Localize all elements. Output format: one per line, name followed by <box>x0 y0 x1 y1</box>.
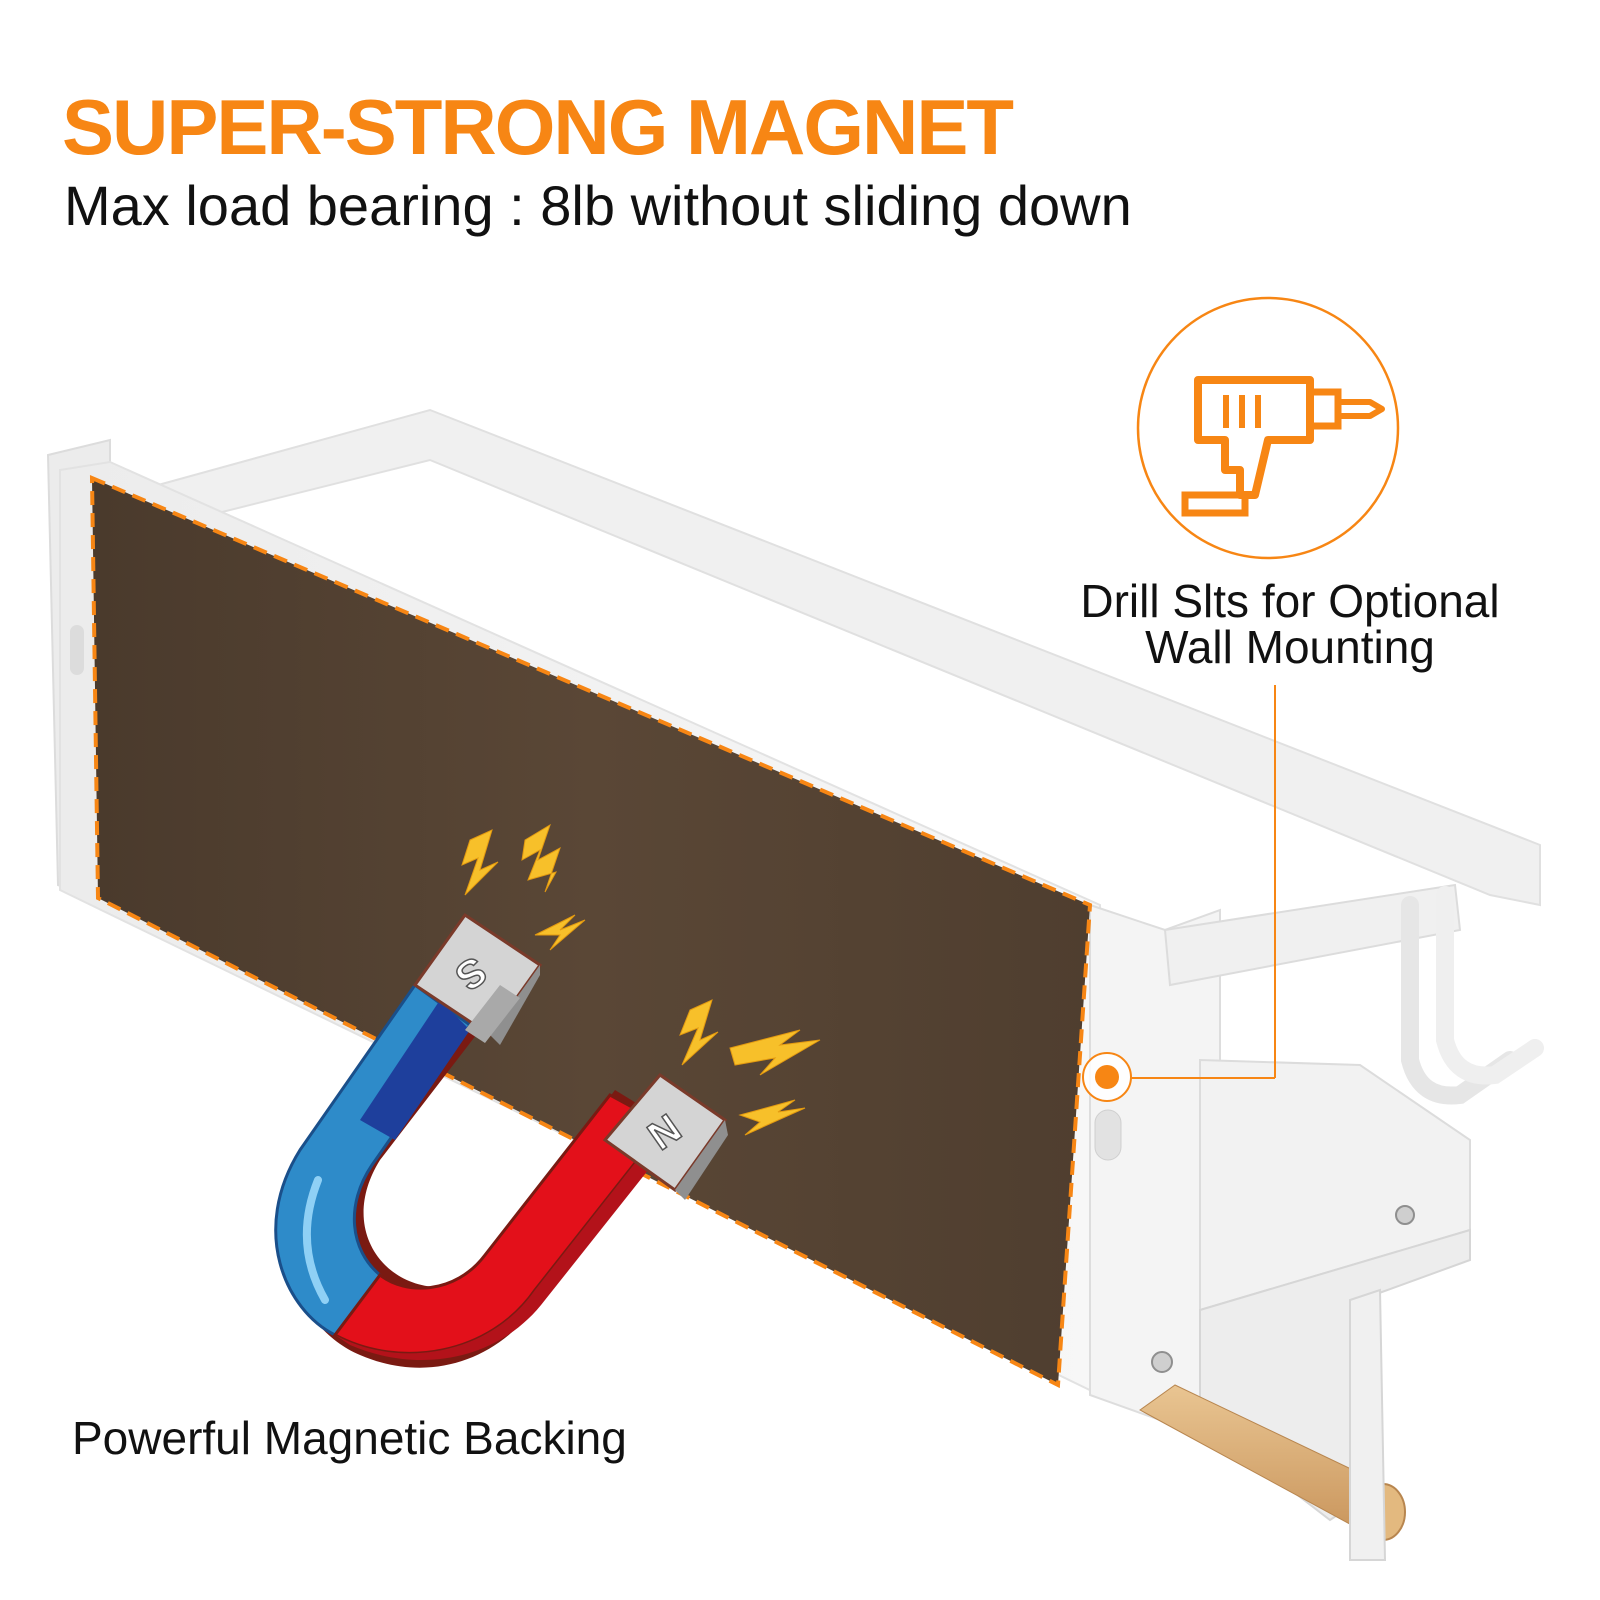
horseshoe-magnet-icon <box>274 912 728 1368</box>
rack-side-arm <box>1163 883 1462 987</box>
drill-slots-callout: Drill Slts for Optional Wall Mounting <box>1040 578 1540 670</box>
magnetic-backing-caption: Powerful Magnetic Backing <box>72 1412 627 1464</box>
callout-line-2: Wall Mounting <box>1145 621 1435 673</box>
rack-left-slot <box>70 625 84 675</box>
lightning-bolts <box>461 823 821 1136</box>
rack-hook <box>1401 896 1519 1105</box>
callout-line-1: Drill Slts for Optional <box>1080 575 1500 627</box>
lightning-icon <box>461 829 499 896</box>
magnet-pole-north <box>602 1072 728 1200</box>
lightning-icon <box>729 1029 821 1076</box>
dowel-holder <box>1349 1288 1387 1561</box>
lightning-icon <box>679 999 719 1066</box>
callout-leader <box>1082 685 1276 1102</box>
headline: SUPER-STRONG MAGNET <box>62 83 1014 171</box>
screw <box>1151 1351 1173 1373</box>
magnetic-panel <box>89 474 1093 1389</box>
rack-lower-shelf <box>1199 1058 1471 1312</box>
magnet-pole-south <box>412 912 543 1045</box>
drill-slot-marker-dot <box>1095 1065 1119 1089</box>
rack-right-slot <box>1094 1109 1122 1161</box>
lightning-icon <box>521 823 561 893</box>
screw <box>1395 1205 1415 1225</box>
rack-hook <box>1436 886 1544 1085</box>
drill-icon <box>1136 296 1400 560</box>
lightning-icon <box>738 1099 806 1136</box>
subheadline: Max load bearing : 8lb without sliding d… <box>64 174 1132 237</box>
lightning-icon <box>534 914 586 951</box>
